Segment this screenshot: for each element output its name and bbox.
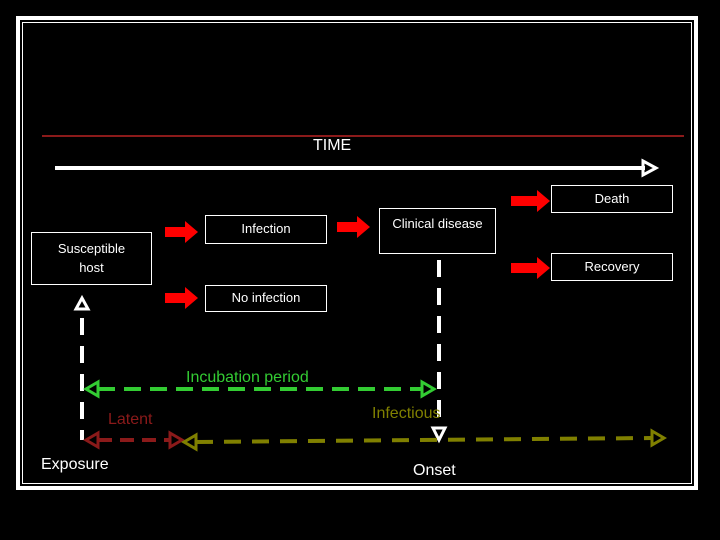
exposure-arrow-head	[73, 294, 91, 311]
arrow-to-death	[511, 190, 550, 212]
exposure-label: Exposure	[41, 456, 109, 473]
susceptible-host-box: Susceptible host	[31, 232, 152, 285]
arrow-to-infection	[165, 221, 198, 243]
death-box: Death	[551, 185, 673, 213]
recovery-box: Recovery	[551, 253, 673, 281]
latent-label: Latent	[108, 411, 153, 428]
arrow-to-clinical-disease	[337, 216, 370, 238]
slide-frame-outer	[16, 16, 698, 490]
arrow-to-no-infection	[165, 287, 198, 309]
arrow-to-recovery	[511, 257, 550, 279]
onset-label: Onset	[413, 462, 456, 479]
incubation-period-label: Incubation period	[186, 369, 309, 386]
infection-box: Infection	[205, 215, 327, 244]
onset-arrow-head	[430, 426, 448, 444]
latent-period-arrow	[83, 430, 185, 450]
infectious-period-arrow	[181, 428, 667, 452]
infectious-label: Infectious	[372, 405, 441, 422]
time-label: TIME	[313, 137, 352, 154]
time-arrow-head	[641, 158, 660, 178]
incubation-period-arrow	[83, 379, 437, 399]
no-infection-box: No infection	[205, 285, 327, 312]
slide-frame-inner	[22, 22, 692, 484]
clinical-disease-box: Clinical disease	[379, 208, 496, 254]
